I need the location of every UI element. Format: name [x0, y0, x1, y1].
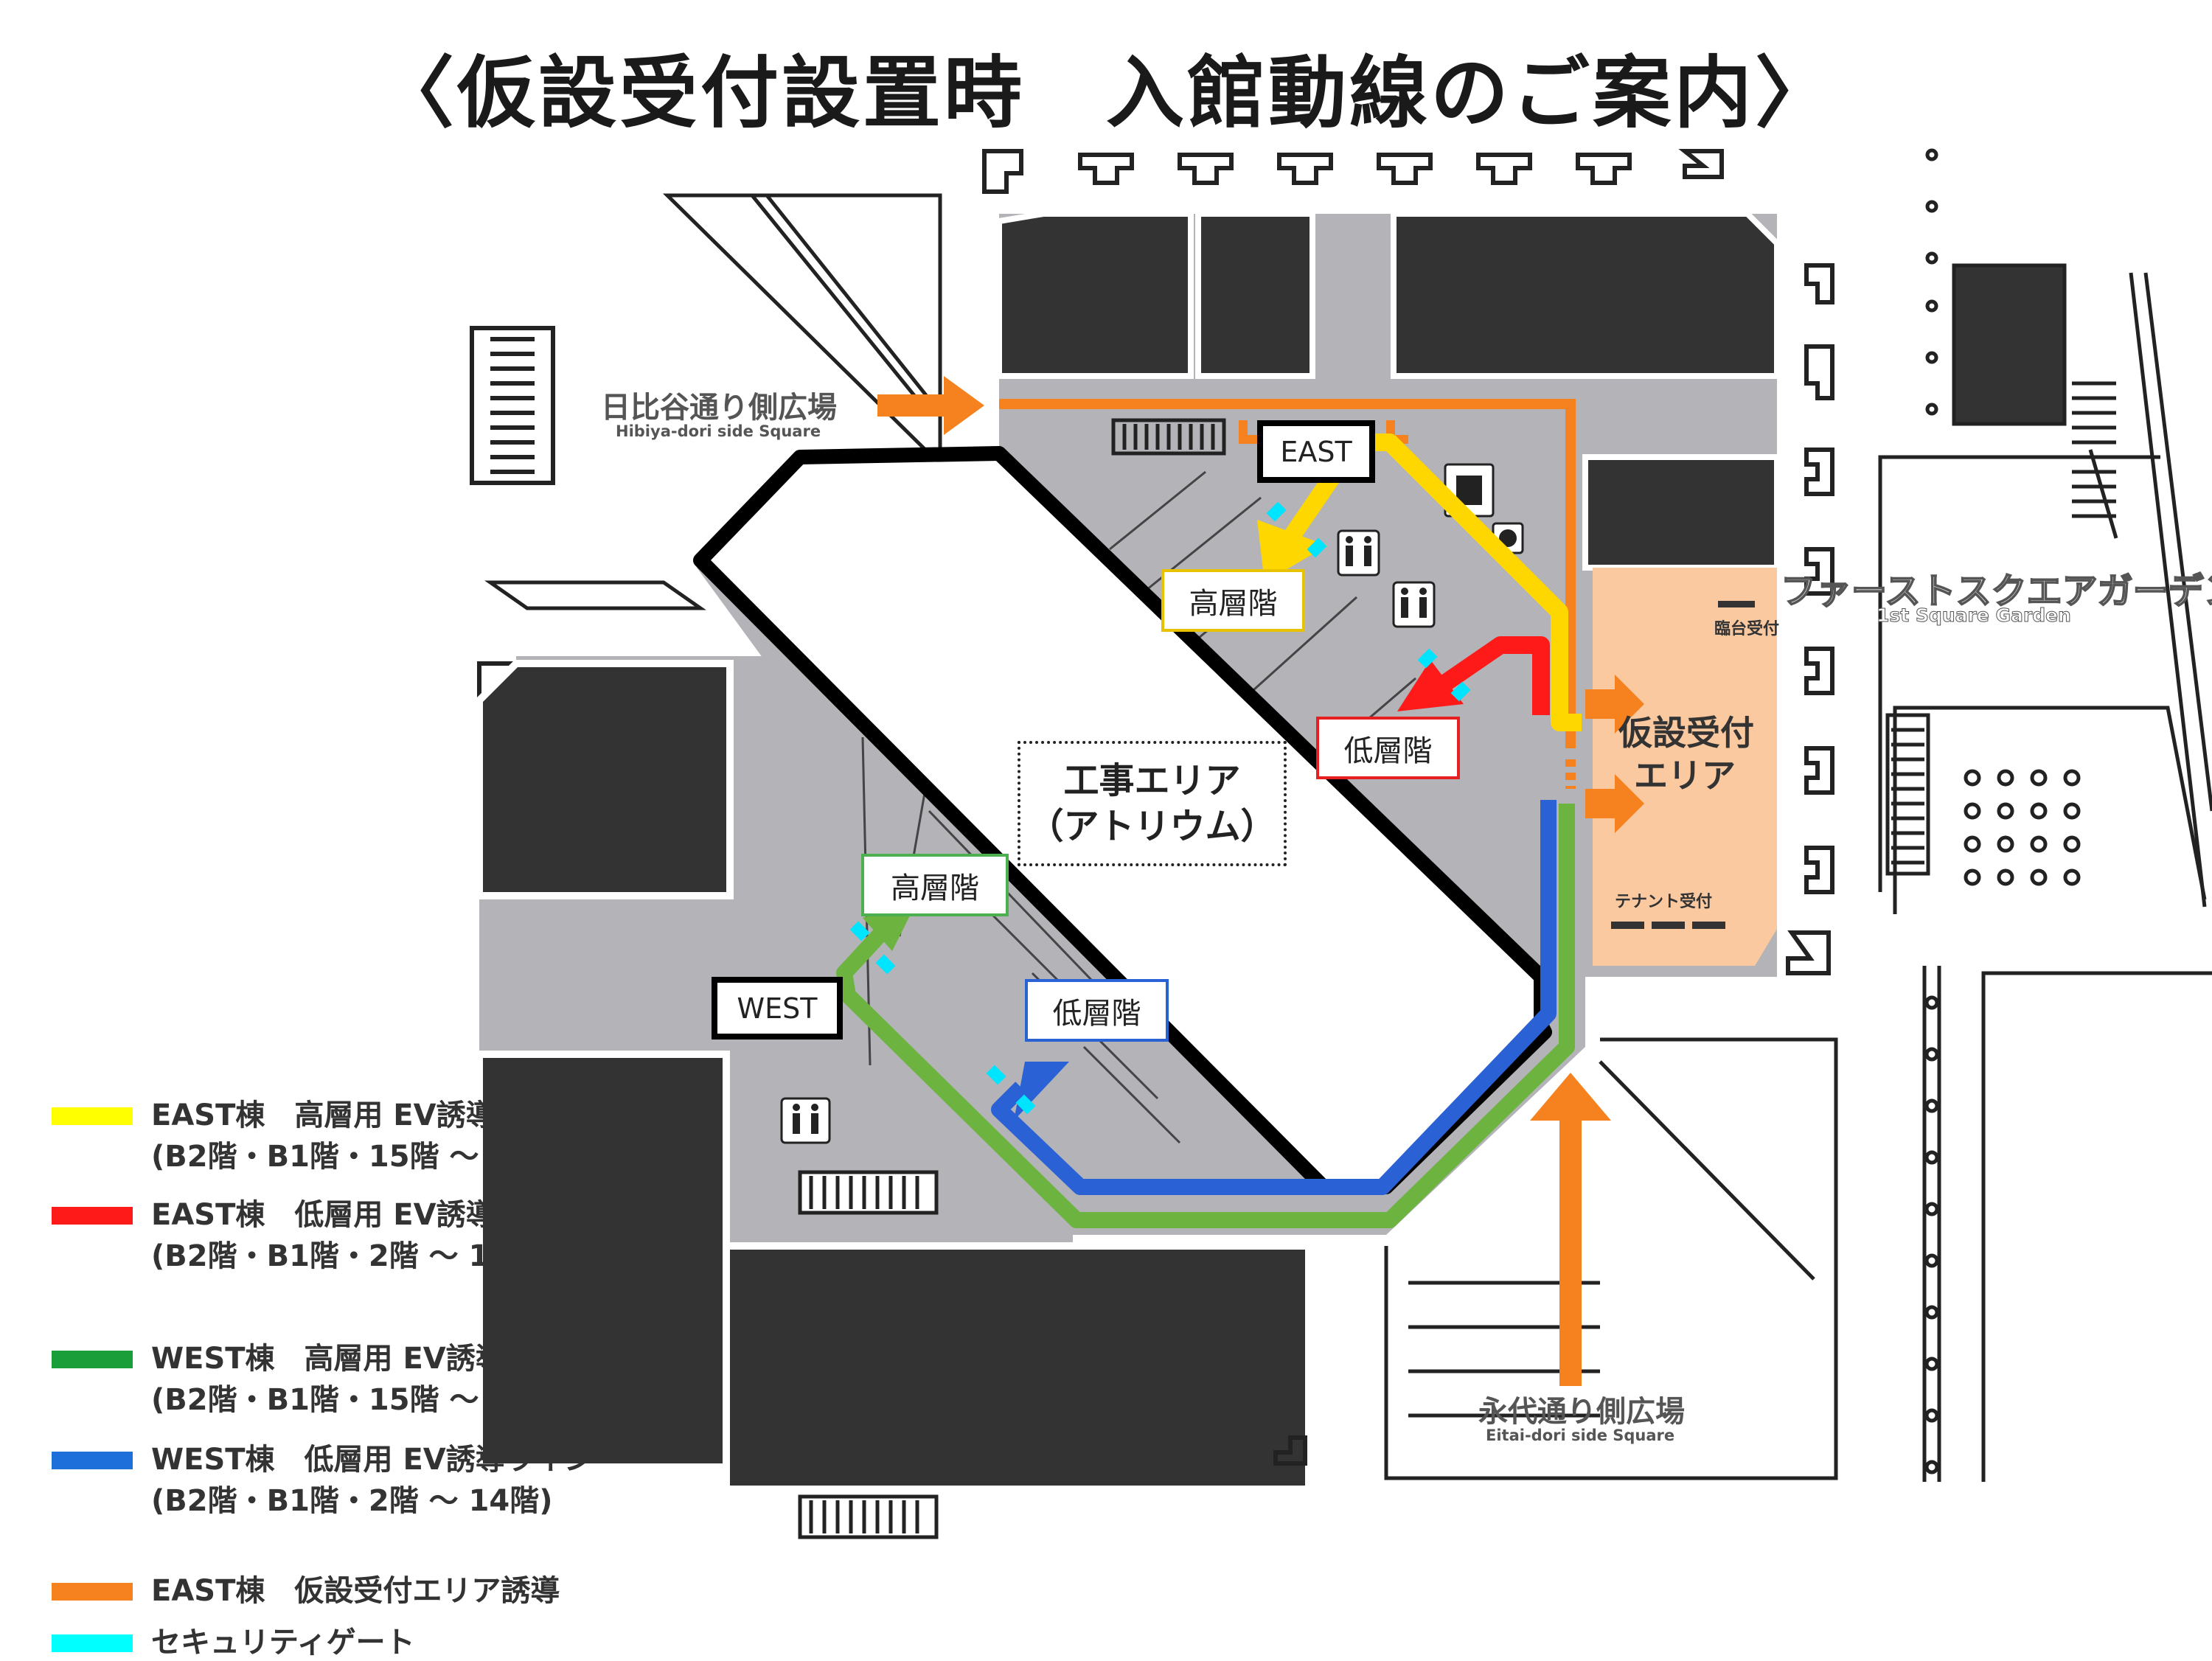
east-high-floor-label: 高層階: [1161, 569, 1305, 632]
legend-label: WEST棟 高層用 EV誘導ライン: [151, 1342, 594, 1376]
reception-counters: [1611, 601, 1755, 929]
bottom-pillar: [1273, 1435, 1307, 1466]
legend-swatch: [52, 1207, 133, 1225]
garden-dots: [1924, 148, 2081, 1474]
orange-arrows: [877, 376, 1644, 1386]
west-tower-label: WEST: [712, 977, 843, 1040]
west-high-floor-label: 高層階: [861, 854, 1009, 916]
legend-sub: (B2階・B1階・15階 ～ 23階): [151, 1383, 574, 1417]
eitai-square-label-en: Eitai-dori side Square: [1486, 1427, 1675, 1444]
legend-swatch: [52, 1634, 133, 1652]
east-tower-label: EAST: [1257, 420, 1375, 483]
east-low-floor-label: 低層階: [1316, 717, 1460, 779]
pillars-right: [1786, 263, 1834, 975]
tenant-reception-label: テナント受付: [1615, 893, 1713, 911]
bottom-right-structure: [1384, 1037, 1838, 1480]
temp-reception-area: [1593, 568, 1777, 966]
hibiya-square-label-en: Hibiya-dori side Square: [616, 422, 821, 440]
legend-swatch: [52, 1452, 133, 1469]
legend-sub: (B2階・B1階・2階 ～ 14階): [151, 1484, 553, 1518]
west-high-line: [836, 804, 1575, 1228]
buildings: [476, 211, 2067, 1493]
left-escalator: [470, 326, 555, 485]
left-slant-block: [484, 580, 706, 610]
legend-label: WEST棟 低層用 EV誘導ライン: [151, 1443, 594, 1477]
orange-guide-lines: [999, 399, 1576, 789]
legend-swatch: [52, 1583, 133, 1601]
legend-label: セキュリティゲート: [151, 1626, 415, 1660]
east-low-arrowhead: [1397, 660, 1464, 711]
temp-reception-label-line2: エリア: [1634, 756, 1736, 795]
garden-label-en: 1st Square Garden: [1877, 605, 2072, 627]
legend-sub: (B2階・B1階・2階 ～ 14階): [151, 1239, 553, 1273]
construction-area-line1: 工事エリア: [1063, 760, 1241, 801]
garden-structure: [1878, 272, 2212, 1482]
east-high-arrowhead: [1257, 520, 1327, 582]
east-low-line: [1436, 636, 1550, 715]
pillars-top: [982, 149, 1724, 194]
garden-label: ファーストスクエアガーデン: [1780, 570, 2212, 613]
legend-sub: (B2階・B1階・15階 ～ 23階): [151, 1140, 574, 1174]
page-title: 〈仮設受付設置時 入館動線のご案内〉: [376, 48, 1836, 139]
temp-reception-label: 仮設受付 エリア: [1618, 711, 1754, 797]
legend-label: EAST棟 低層用 EV誘導ライン: [151, 1198, 584, 1232]
west-low-line: [991, 800, 1557, 1195]
construction-area-box: 工事エリア （アトリウム）: [1018, 741, 1287, 866]
eitai-square-label: 永代通り側広場: [1478, 1395, 1685, 1429]
legend-swatch: [52, 1351, 133, 1368]
temp-reception-label-line1: 仮設受付: [1618, 713, 1754, 753]
legend-label: EAST棟 仮設受付エリア誘導: [151, 1574, 560, 1608]
hibiya-square-label: 日比谷通り側広場: [601, 391, 837, 425]
west-low-floor-label: 低層階: [1025, 979, 1169, 1042]
security-gates: [849, 501, 1471, 1115]
gaiban-reception-label: 臨台受付: [1714, 620, 1780, 638]
legend-swatch: [52, 1107, 133, 1125]
restroom-figures: [793, 476, 1517, 1134]
legend-label: EAST棟 高層用 EV誘導ライン: [151, 1098, 584, 1132]
construction-area-line2: （アトリウム）: [1028, 806, 1276, 847]
